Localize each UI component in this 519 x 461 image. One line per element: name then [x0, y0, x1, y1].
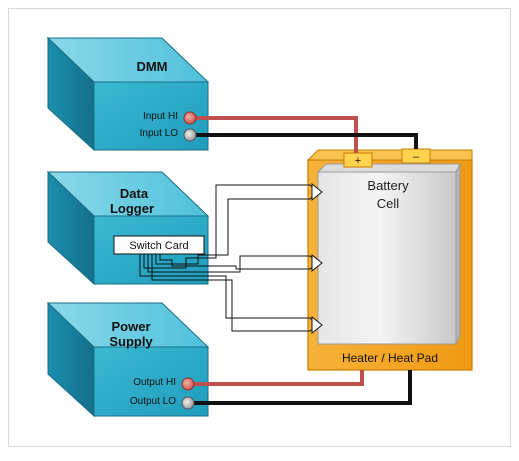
- battery-top-edge: [316, 163, 461, 173]
- psu-lo-wire: [194, 370, 412, 405]
- psu-output-lo-label: Output LO: [130, 396, 176, 407]
- psu-output-hi-jack[interactable]: [181, 377, 195, 391]
- psu-title-line2: Supply: [109, 334, 153, 349]
- psu-output-lo-jack[interactable]: [181, 396, 195, 410]
- switch-card-label: Switch Card: [129, 240, 188, 252]
- logger-title-line2: Logger: [110, 201, 154, 216]
- battery-title-line1: Battery: [367, 178, 409, 193]
- battery-cell: Battery Cell: [316, 163, 461, 345]
- dmm-hi-wire: [196, 116, 358, 153]
- dmm-input-lo-label: Input LO: [140, 128, 179, 139]
- tc1-wire-a: [143, 184, 319, 269]
- thermocouple-tip-1: [311, 182, 323, 202]
- psu-title-line1: Power: [111, 319, 150, 334]
- dmm-lo-wire: [196, 133, 418, 149]
- heater-top-edge: [306, 149, 473, 161]
- tc1-wire-b: [155, 191, 319, 265]
- thermocouple-tip-3: [311, 315, 323, 335]
- negative-terminal: –: [401, 148, 431, 164]
- heater-label: Heater / Heat Pad: [342, 351, 438, 365]
- tc3-wire-a: [139, 254, 319, 326]
- dmm-input-lo-jack[interactable]: [183, 128, 197, 142]
- thermocouple-wires: [139, 184, 319, 332]
- battery-title-line2: Cell: [377, 196, 400, 211]
- tc3-wire-b: [151, 254, 319, 332]
- psu-hi-wire: [194, 370, 364, 386]
- switch-card-box: [113, 235, 205, 255]
- negative-terminal-label: –: [413, 151, 420, 163]
- battery-right-edge: [455, 163, 461, 345]
- tc2-wire-b: [159, 254, 319, 270]
- battery-body: [317, 171, 457, 345]
- thermocouple-tip-2: [311, 253, 323, 273]
- power-supply-instrument: Power Supply Output HI Output LO: [46, 301, 210, 418]
- dmm-input-hi-label: Input HI: [143, 111, 178, 122]
- tc2-wire-a: [147, 254, 319, 273]
- psu-output-hi-label: Output HI: [133, 377, 176, 388]
- logger-title-line1: Data: [120, 186, 149, 201]
- positive-terminal-label: +: [355, 155, 361, 167]
- switch-card: Switch Card: [113, 235, 205, 255]
- positive-terminal: +: [343, 152, 373, 168]
- dmm-title: DMM: [136, 59, 167, 74]
- dmm-input-hi-jack[interactable]: [183, 111, 197, 125]
